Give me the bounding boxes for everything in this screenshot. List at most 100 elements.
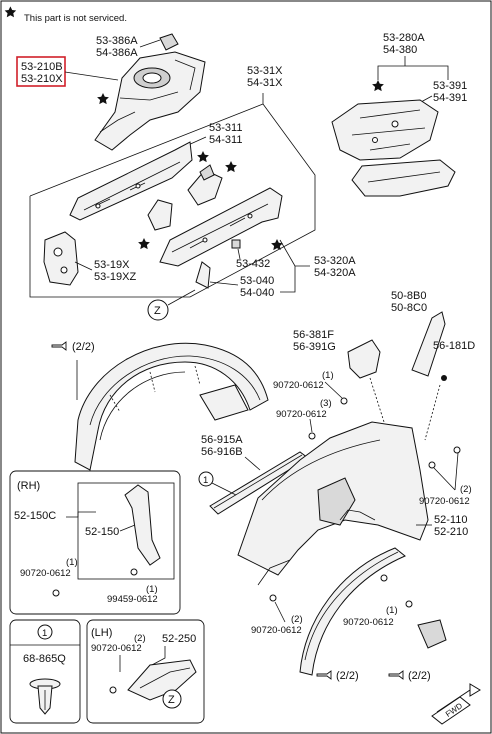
- label-50-8B0[interactable]: 50-8B0: [391, 290, 426, 302]
- ref-2-of-2-liner[interactable]: (2/2): [72, 341, 95, 353]
- star-icon: [97, 93, 109, 105]
- zone-z-marker[interactable]: [147, 299, 169, 321]
- bolt-icon: [340, 397, 348, 405]
- label-53-386A[interactable]: 53-386A: [96, 35, 138, 47]
- frame-group-outline: [29, 93, 316, 298]
- label-90720-e-qty: (1): [386, 605, 398, 616]
- label-54-380[interactable]: 54-380: [383, 44, 417, 56]
- label-56-916B[interactable]: 56-916B: [201, 446, 243, 458]
- label-52-210[interactable]: 52-210: [434, 526, 468, 538]
- label-53-432[interactable]: 53-432: [236, 258, 270, 270]
- bracket-50-8B0[interactable]: [411, 311, 446, 377]
- ref-arrow-icon: [316, 670, 332, 680]
- fender-liner-group: (2/2) 56-915A 56-916B 1: [51, 341, 309, 515]
- zone-z-label: Z: [154, 305, 161, 317]
- zone-z-marker[interactable]: [162, 689, 182, 709]
- label-90720-b[interactable]: 90720-0612: [276, 409, 327, 420]
- apron-panel[interactable]: [331, 99, 439, 161]
- callout-1-marker: [37, 624, 53, 640]
- label-54-311[interactable]: 54-311: [209, 134, 242, 146]
- bolt-icon: [380, 574, 388, 582]
- label-90720-d-qty: (2): [291, 614, 303, 625]
- label-90720-e[interactable]: 90720-0612: [343, 617, 394, 628]
- wheel-arch-flare[interactable]: [299, 547, 447, 676]
- nut-icon: [130, 568, 138, 576]
- label-99459[interactable]: 99459-0612: [107, 594, 158, 605]
- label-53-280A[interactable]: 53-280A: [383, 32, 425, 44]
- zone-z-label: Z: [168, 694, 175, 706]
- label-52-150[interactable]: 52-150: [85, 526, 119, 538]
- label-53-210B[interactable]: 53-210B: [21, 61, 63, 73]
- label-53-31X[interactable]: 53-31X: [247, 65, 283, 77]
- bracket-52-250[interactable]: [127, 659, 197, 701]
- front-fender-52-110[interactable]: [237, 421, 429, 586]
- not-serviced-star-icon: [4, 6, 17, 18]
- label-90720-g-qty: (2): [134, 633, 146, 644]
- frame-group: 53-31X 54-31X 53-311 54-311: [29, 65, 356, 321]
- star-icon: [225, 161, 237, 173]
- label-56-915A[interactable]: 56-915A: [201, 434, 243, 446]
- label-90720-g[interactable]: 90720-0612: [91, 643, 142, 654]
- bolt-icon: [109, 686, 117, 694]
- label-53-320A[interactable]: 53-320A: [314, 255, 356, 267]
- label-54-386A[interactable]: 54-386A: [96, 47, 138, 59]
- bracket-53-19X[interactable]: [43, 231, 79, 286]
- label-90720-c-qty: (2): [460, 484, 472, 495]
- clip-68-865Q[interactable]: [29, 678, 61, 715]
- star-icon: [271, 239, 283, 251]
- lower-apron-rail[interactable]: [351, 159, 456, 197]
- clip-detail-box: 1 68-865Q: [9, 619, 81, 724]
- clip-53-432[interactable]: [231, 239, 241, 249]
- label-68-865Q[interactable]: 68-865Q: [23, 653, 66, 665]
- label-99459-qty: (1): [146, 584, 158, 595]
- label-53-210X[interactable]: 53-210X: [21, 73, 63, 85]
- upper-left-group: 53-210B 53-210X 53-386A 54-386A: [16, 33, 206, 151]
- label-53-311[interactable]: 53-311: [209, 122, 242, 134]
- fender-group: (1) 90720-0612 (3) 90720-0612 56-381F 56…: [237, 290, 481, 725]
- notice-text: This part is not serviced.: [24, 13, 127, 24]
- strut-tower-assembly[interactable]: [94, 33, 206, 151]
- lh-detail-box: (LH) 52-250 (2) 90720-0612 Z: [86, 619, 205, 724]
- callout-1-label: 1: [42, 628, 47, 639]
- label-90720-a[interactable]: 90720-0612: [273, 380, 324, 391]
- label-56-181D[interactable]: 56-181D: [433, 340, 475, 352]
- label-90720-b-qty: (3): [320, 398, 332, 409]
- label-90720-d[interactable]: 90720-0612: [251, 625, 302, 636]
- label-53-391[interactable]: 53-391: [433, 80, 467, 92]
- callout-1-marker[interactable]: [198, 471, 214, 487]
- label-56-381F[interactable]: 56-381F: [293, 329, 334, 341]
- upper-frame-rail[interactable]: [69, 141, 193, 221]
- fender-liner[interactable]: [74, 342, 269, 471]
- rh-detail-box: (RH) 52-150C 52-150 (1) 90720-0612 (1) 9…: [9, 470, 181, 615]
- bolt-icon: [308, 432, 316, 440]
- label-52-250[interactable]: 52-250: [162, 633, 196, 645]
- bolt-icon: [428, 461, 436, 469]
- rail-brackets[interactable]: [147, 164, 223, 231]
- label-53-040[interactable]: 53-040: [240, 275, 274, 287]
- label-54-040[interactable]: 54-040: [240, 287, 274, 299]
- ref-2-of-2-flare-a[interactable]: (2/2): [336, 670, 359, 682]
- label-90720-c[interactable]: 90720-0612: [419, 496, 470, 507]
- label-56-391G[interactable]: 56-391G: [293, 341, 336, 353]
- label-54-320A[interactable]: 54-320A: [314, 267, 356, 279]
- label-50-8C0[interactable]: 50-8C0: [391, 302, 427, 314]
- bolt-icon: [405, 600, 413, 608]
- highlight-box: [16, 56, 66, 87]
- lower-frame-rail[interactable]: [159, 187, 283, 267]
- label-54-31X[interactable]: 54-31X: [247, 77, 283, 89]
- bracket-52-150[interactable]: [124, 484, 161, 566]
- star-icon: [197, 151, 209, 163]
- ref-2-of-2-flare-b[interactable]: (2/2): [408, 670, 431, 682]
- label-53-19XZ[interactable]: 53-19XZ: [94, 271, 136, 283]
- label-53-19X[interactable]: 53-19X: [94, 259, 130, 271]
- label-90720-f[interactable]: 90720-0612: [20, 568, 71, 579]
- bracket-53-040[interactable]: [195, 261, 211, 289]
- sound-insulator-56-381F[interactable]: [347, 339, 381, 379]
- label-52-150C[interactable]: 52-150C: [14, 510, 56, 522]
- label-90720-f-qty: (1): [66, 557, 78, 568]
- label-52-110[interactable]: 52-110: [434, 514, 467, 526]
- label-90720-a-qty: (1): [322, 370, 334, 381]
- label-54-391[interactable]: 54-391: [433, 92, 467, 104]
